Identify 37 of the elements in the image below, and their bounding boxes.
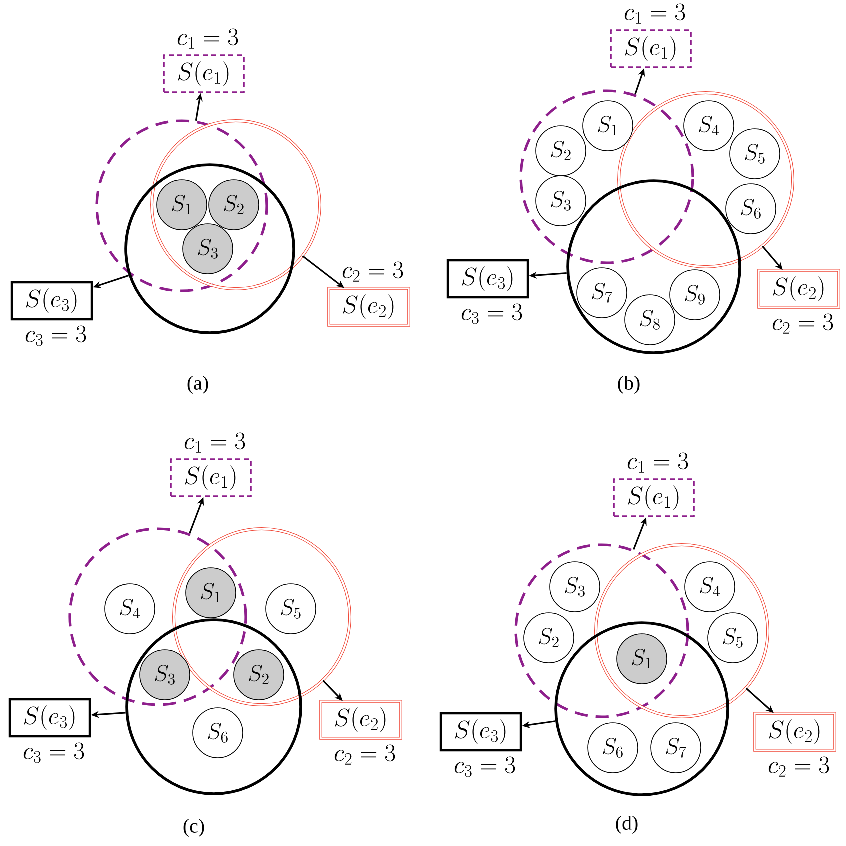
dashed-set-box: $S(e_1)$ bbox=[610, 30, 692, 68]
constraint-label: $c_3 = 3$ bbox=[26, 326, 86, 346]
constraint-label: $c_1 = 3$ bbox=[624, 4, 686, 24]
set-box: $S(e_3)$ bbox=[8, 698, 92, 738]
dashed-circle bbox=[514, 544, 690, 718]
panel-label: (b) bbox=[618, 376, 640, 394]
constraint-label: $c_3 = 3$ bbox=[24, 742, 84, 764]
set-box: $S(e_3)$ bbox=[10, 281, 94, 321]
double-set-box: $S(e_2)$ bbox=[758, 269, 840, 309]
constraint-label: $c_2 = 3$ bbox=[342, 262, 404, 282]
double-circle bbox=[618, 92, 795, 268]
constraint-label: $c_1 = 3$ bbox=[184, 432, 246, 453]
double-set-box: $S(e_2)$ bbox=[754, 712, 836, 752]
constraint-label: $c_3 = 3$ bbox=[454, 756, 516, 778]
constraint-label: $c_2 = 3$ bbox=[768, 756, 830, 777]
dashed-circle bbox=[96, 120, 268, 292]
double-set-box: $S(e_2)$ bbox=[328, 287, 410, 327]
circle bbox=[126, 618, 302, 796]
dashed-set-box: $S(e_1)$ bbox=[613, 478, 695, 518]
set-box: $S(e_3)$ bbox=[440, 712, 522, 752]
dashed-circle bbox=[68, 528, 248, 706]
dashed-set-box: $S(e_1)$ bbox=[163, 54, 245, 94]
panel-label: (c) bbox=[184, 818, 204, 838]
double-circle bbox=[594, 544, 770, 718]
dashed-circle bbox=[520, 90, 694, 264]
double-set-box: $S(e_2)$ bbox=[320, 700, 402, 740]
constraint-label: $c_2 = 3$ bbox=[772, 314, 834, 334]
double-circle bbox=[150, 120, 322, 290]
constraint-label: $c_2 = 3$ bbox=[334, 744, 396, 765]
dashed-set-box: $S(e_1)$ bbox=[170, 458, 252, 498]
circle bbox=[124, 164, 296, 334]
panel-label: (d) bbox=[616, 816, 638, 834]
constraint-label: $c_1 = 3$ bbox=[628, 452, 688, 473]
constraint-label: $c_1 = 3$ bbox=[178, 28, 238, 49]
panel-label: (a) bbox=[188, 376, 208, 394]
constraint-label: $c_3 = 3$ bbox=[462, 304, 522, 324]
set-box: $S(e_3)$ bbox=[446, 259, 530, 299]
